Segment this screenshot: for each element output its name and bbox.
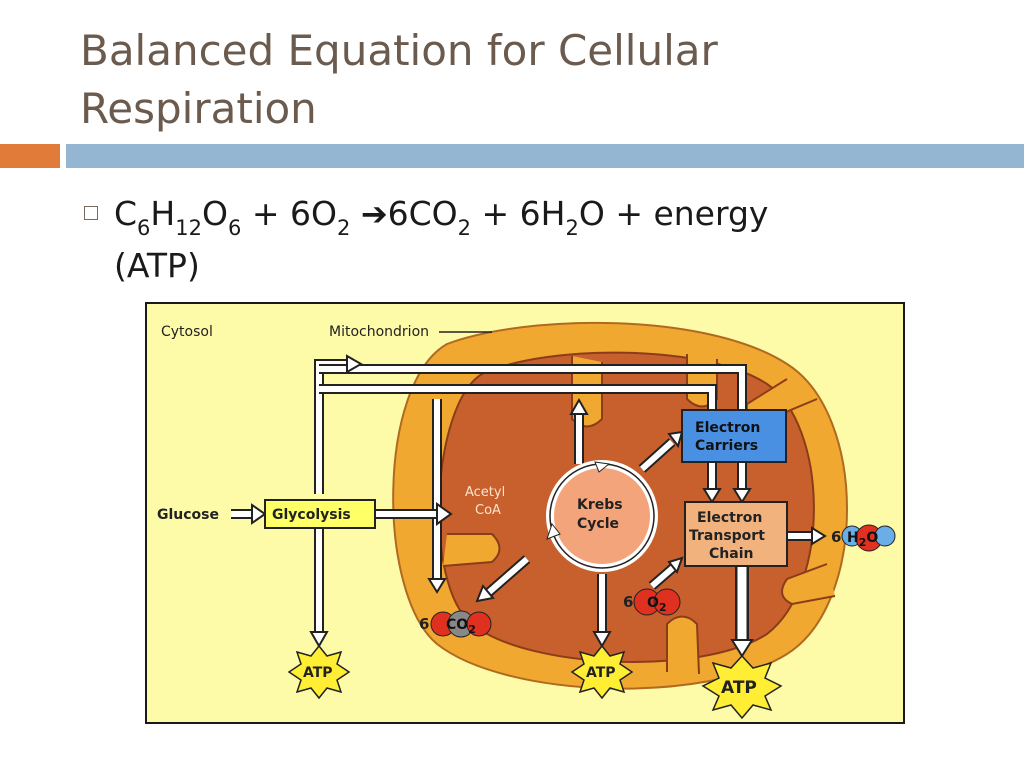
etc-label-3: Chain bbox=[709, 546, 753, 562]
h2o-molecule-icon bbox=[841, 524, 896, 552]
atp-burst-3-icon bbox=[701, 654, 783, 720]
h2o-coefficient: 6 bbox=[831, 528, 841, 546]
o2-coefficient: 6 bbox=[623, 593, 633, 611]
atp-burst-1-icon bbox=[287, 644, 351, 700]
electron-carriers-label-1: Electron bbox=[695, 420, 760, 436]
atp-burst-2-icon bbox=[570, 644, 634, 700]
acetyl-label: Acetyl bbox=[465, 485, 505, 500]
equation-text: C6H12O6 + 6O2 ➔6CO2 + 6H2O + energy(ATP) bbox=[114, 194, 769, 285]
krebs-label-2: Cycle bbox=[577, 516, 619, 532]
cytosol-label: Cytosol bbox=[161, 324, 213, 340]
co2-label: CO2 bbox=[446, 617, 476, 636]
atp-label-2: ATP bbox=[586, 665, 616, 681]
bullet-square-icon bbox=[84, 206, 98, 220]
atp-label-3: ATP bbox=[721, 678, 757, 698]
mitochondrion-label: Mitochondrion bbox=[329, 324, 429, 340]
co2-molecule-icon bbox=[430, 610, 492, 638]
co2-coefficient: 6 bbox=[419, 615, 429, 633]
slide-title-line2: Respiration bbox=[80, 84, 317, 133]
cellular-respiration-diagram: Cytosol Mitochondrion bbox=[145, 302, 905, 724]
etc-label-1: Electron bbox=[697, 510, 762, 526]
glucose-label: Glucose bbox=[157, 507, 219, 523]
o2-molecule-icon bbox=[633, 588, 681, 616]
krebs-cycle-arrow-icon-2 bbox=[546, 522, 561, 540]
etc-label-2: Transport bbox=[689, 528, 765, 544]
coa-label: CoA bbox=[475, 503, 501, 518]
reaction-arrow-icon: ➔ bbox=[360, 195, 388, 233]
h2o-label: H2O bbox=[847, 530, 878, 549]
glycolysis-label: Glycolysis bbox=[272, 507, 351, 523]
accent-bar-blue bbox=[66, 144, 1024, 168]
arrow-heads bbox=[251, 354, 827, 658]
crista-4 bbox=[442, 533, 501, 567]
krebs-cycle-arrow-icon bbox=[594, 461, 611, 473]
electron-carriers-label-2: Carriers bbox=[695, 438, 758, 454]
crista-5 bbox=[666, 615, 700, 675]
electron-transport-chain-box bbox=[684, 501, 788, 567]
electron-carriers-box bbox=[681, 409, 787, 463]
atp-label-1: ATP bbox=[303, 665, 333, 681]
o2-label: O2 bbox=[647, 595, 667, 614]
accent-bar-orange bbox=[0, 144, 60, 168]
crista-6 bbox=[781, 563, 836, 606]
glycolysis-box bbox=[264, 499, 376, 529]
slide-title-line1: Balanced Equation for Cellular bbox=[80, 26, 718, 75]
krebs-label-1: Krebs bbox=[577, 497, 623, 513]
slide-title: Balanced Equation for Cellular Respirati… bbox=[80, 22, 980, 138]
